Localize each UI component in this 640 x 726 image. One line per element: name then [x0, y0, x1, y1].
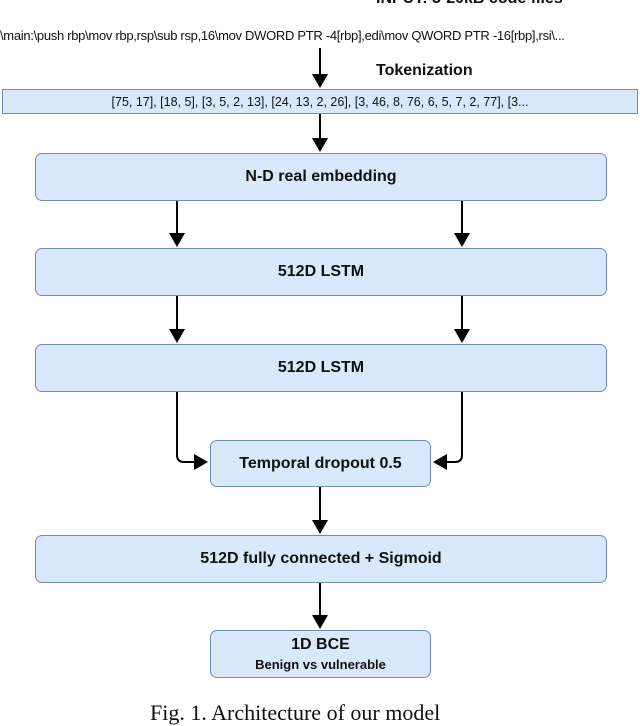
- layer-label: 512D LSTM: [277, 263, 365, 280]
- layer-label: Temporal dropout 0.5: [239, 454, 402, 472]
- arrow: [176, 392, 208, 470]
- layer-label: N-D real embedding: [245, 168, 397, 185]
- input-title: INPUT: 3-20kB code files: [376, 0, 563, 8]
- lstm-layer-1: 512D LSTM: [35, 248, 607, 296]
- arrow: [433, 392, 463, 470]
- code-sample: \main:\push rbp\mov rbp,rsp\sub rsp,16\m…: [0, 28, 565, 43]
- dense-layer: 512D fully connected + Sigmoid: [35, 535, 607, 583]
- token-sequence: [75, 17], [18, 5], [3, 5, 2, 13], [24, 1…: [2, 89, 638, 114]
- layer-label: 512D LSTM: [277, 359, 365, 376]
- layer-label: 1D BCE: [291, 636, 350, 653]
- output-layer: 1D BCE Benign vs vulnerable: [210, 630, 431, 678]
- token-text: [75, 17], [18, 5], [3, 5, 2, 13], [24, 1…: [111, 94, 529, 109]
- layer-sublabel: Benign vs vulnerable: [255, 657, 386, 672]
- figure-caption: Fig. 1. Architecture of our model: [150, 700, 441, 725]
- layer-label: 512D fully connected + Sigmoid: [200, 550, 442, 567]
- lstm-layer-2: 512D LSTM: [35, 344, 607, 392]
- tokenization-label: Tokenization: [376, 62, 473, 79]
- dropout-layer: Temporal dropout 0.5: [210, 440, 431, 487]
- embedding-layer: N-D real embedding: [35, 153, 607, 201]
